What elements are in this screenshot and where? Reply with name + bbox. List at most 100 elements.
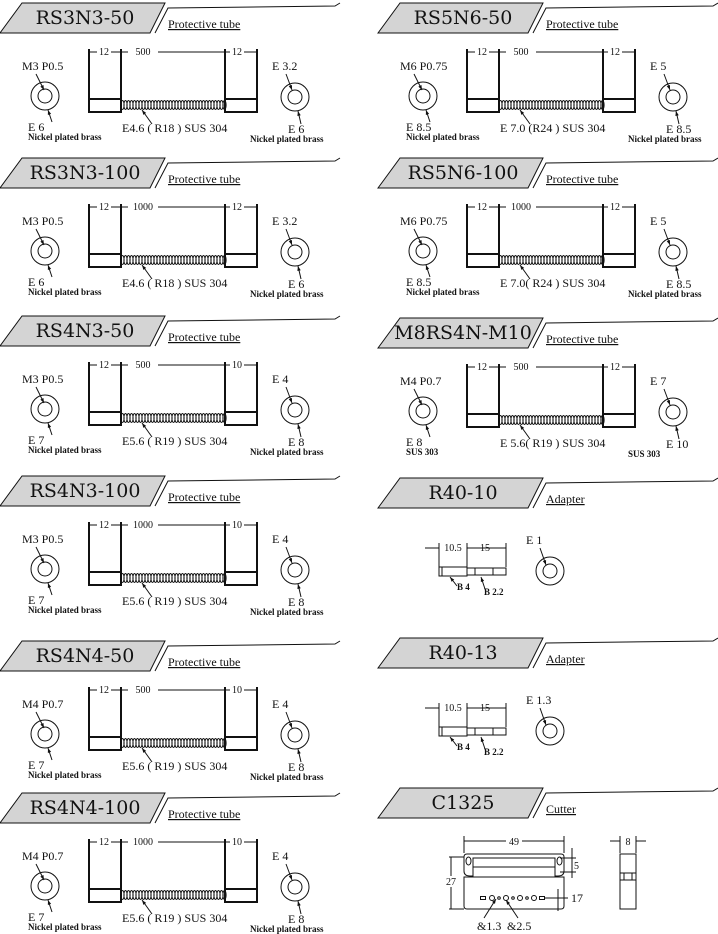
product-banner: RS5N6-50 Protective tube (377, 2, 718, 34)
tube-drawing: 12 500 12 E 5.6( R19 ) SUS 304 M4 P0.7 E… (400, 361, 688, 459)
leader-arrow-icon (413, 388, 423, 406)
spring-spec: E4.6 ( R18 ) SUS 304 (122, 121, 227, 135)
dim-right-end: 12 (232, 47, 242, 58)
bore-a: B 4 (457, 582, 470, 592)
dim-length: 500 (136, 47, 151, 58)
leader-arrow-icon (480, 576, 487, 593)
right-fitting-end-view (280, 872, 310, 902)
spring-spec: E5.6 ( R19 ) SUS 304 (122, 434, 227, 448)
leader-arrow-icon (35, 73, 45, 91)
product-banner: RS4N4-100 Protective tube (0, 792, 341, 824)
spring-spec: E5.6 ( R19 ) SUS 304 (122, 594, 227, 608)
banner-shape (0, 2, 166, 34)
right-fitting-end-view (658, 397, 688, 427)
left-thread-spec: M3 P0.5 (22, 59, 63, 73)
spring-arrow-icon (519, 264, 531, 280)
dim-slot: 5 (574, 861, 579, 872)
right-material: Nickel plated brass (250, 447, 324, 457)
product-title: RS4N4-100 (30, 797, 141, 819)
banner-shape (0, 475, 166, 507)
dim-a: 10.5 (444, 543, 462, 554)
left-thread-spec: M3 P0.5 (22, 372, 63, 386)
product-banner: C1325 Cutter (377, 787, 718, 819)
spring-spec: E 7.0 (R24 ) SUS 304 (500, 121, 605, 135)
leader-arrow-icon (539, 547, 547, 566)
leader-arrow-icon (47, 747, 53, 761)
dim-hole-line: 17 (571, 891, 583, 905)
left-material: SUS 303 (406, 447, 439, 457)
spring-spec: E 7.0( R24 ) SUS 304 (500, 276, 605, 290)
left-fitting-end-view (408, 236, 438, 266)
dim-right-end: 12 (610, 202, 620, 213)
leader-arrow-icon (285, 386, 293, 404)
spring-coil (120, 573, 227, 583)
bore-a: B 4 (457, 742, 470, 752)
product-banner: R40-10 Adapter (377, 477, 718, 509)
right-material: Nickel plated brass (250, 924, 324, 934)
right-fitting-end-view (280, 237, 310, 267)
leader-arrow-icon (297, 900, 302, 915)
left-outer-diameter: E 6 (28, 275, 44, 289)
dim-length: 1000 (133, 520, 153, 531)
tube-drawing: 12 1000 10 E5.6 ( R19 ) SUS 304 M3 P0.5 … (22, 519, 324, 617)
product-title: RS3N3-100 (30, 162, 141, 184)
leader-arrow-icon (505, 899, 519, 919)
leader-arrow-icon (285, 73, 293, 91)
leader-arrow-icon (47, 422, 53, 436)
dim-left-end: 12 (99, 202, 109, 213)
adapter-drawing: 10.5 15 B 4 B 2.2 E 1 (425, 533, 565, 597)
dim-right-end: 12 (610, 47, 620, 58)
dim-width: 49 (509, 837, 519, 848)
dim-right-end: 10 (232, 837, 242, 848)
right-inner-diameter: E 3.2 (272, 59, 297, 73)
dim-left-end: 12 (99, 520, 109, 531)
spring-coil (120, 413, 227, 423)
left-material: Nickel plated brass (28, 132, 102, 142)
product-title: C1325 (432, 792, 495, 814)
right-fitting-end-view (658, 237, 688, 267)
adapter-drawing: 10.5 15 B 4 B 2.2 E 1.3 (425, 693, 565, 757)
dim-right-end: 12 (610, 362, 620, 373)
leader-arrow-icon (663, 228, 671, 246)
dim-right-end: 10 (232, 685, 242, 696)
spring-spec: E5.6 ( R19 ) SUS 304 (122, 759, 227, 773)
dim-length: 1000 (133, 837, 153, 848)
leader-arrow-icon (413, 73, 423, 91)
left-outer-diameter: E 7 (28, 758, 44, 772)
tube-drawing: 12 1000 12 E4.6 ( R18 ) SUS 304 M3 P0.5 … (22, 201, 324, 299)
right-inner-diameter: E 7 (650, 374, 666, 388)
product-category: Protective tube (546, 172, 618, 186)
spring-coil (120, 890, 227, 900)
right-outer-diameter: E 8 (288, 435, 304, 449)
dim-length: 500 (514, 362, 529, 373)
right-inner-diameter: E 4 (272, 697, 288, 711)
left-thread-spec: M3 P0.5 (22, 532, 63, 546)
right-fitting-end-view (280, 555, 310, 585)
leader-arrow-icon (35, 228, 45, 246)
leader-arrow-icon (425, 424, 431, 438)
right-fitting-end-view (658, 82, 688, 112)
spring-spec: E5.6 ( R19 ) SUS 304 (122, 911, 227, 925)
banner-shape (377, 477, 544, 509)
leader-arrow-icon (47, 264, 53, 278)
banner-shape (0, 640, 166, 672)
right-outer-diameter: E 8 (288, 760, 304, 774)
dim-right-end: 12 (232, 202, 242, 213)
left-fitting-end-view (30, 871, 60, 901)
product-title: RS3N3-50 (36, 7, 135, 29)
dim-left-end: 12 (99, 47, 109, 58)
leader-arrow-icon (285, 228, 293, 246)
leader-arrow-icon (539, 707, 547, 726)
leader-arrow-icon (425, 109, 431, 123)
product-title: RS4N4-50 (36, 645, 135, 667)
bore-b: B 2.2 (484, 587, 504, 597)
spring-coil (498, 100, 605, 110)
dim-right-end: 10 (232, 520, 242, 531)
tube-drawing: 12 500 10 E5.6 ( R19 ) SUS 304 M4 P0.7 E… (22, 684, 324, 782)
leader-arrow-icon (413, 228, 423, 246)
leader-arrow-icon (35, 711, 45, 729)
dim-length: 500 (136, 685, 151, 696)
adapter-end-view (535, 556, 565, 586)
left-material: Nickel plated brass (28, 770, 102, 780)
product-banner: RS4N4-50 Protective tube (0, 640, 341, 672)
